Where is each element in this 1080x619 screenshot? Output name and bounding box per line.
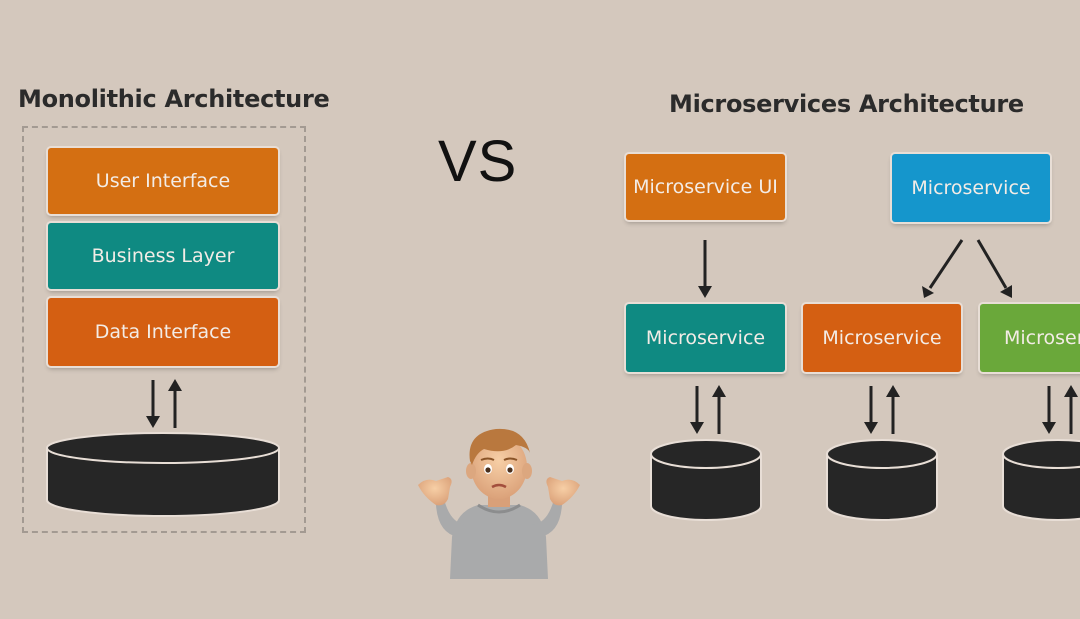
microservices-title: Microservices Architecture [669,90,1024,118]
user-interface-label: User Interface [95,170,231,192]
microservice-top-label: Microservice [911,177,1031,199]
data-interface-label: Data Interface [94,321,232,343]
vs-label: VS [438,129,518,194]
green-service-db-arrows [1042,385,1078,434]
microservice-top-box: Microservice [892,154,1050,222]
person-shrug-icon [418,428,580,579]
user-interface-layer: User Interface [48,148,278,214]
business-layer: Business Layer [48,223,278,289]
microservice-ui-label: Microservice UI [633,176,778,198]
monolithic-bidirectional-arrows [146,379,182,428]
data-interface-layer: Data Interface [48,298,278,366]
ui-to-service-arrow [698,240,712,298]
orange-service-db-arrows [864,385,900,434]
microservice-orange-box: Microservice [803,304,961,372]
microservice-ui-box: Microservice UI [626,154,785,220]
orange-service-database [826,439,938,521]
business-layer-label: Business Layer [91,245,235,267]
green-service-database [1002,439,1080,521]
microservice-green-label: Microservice [1004,327,1080,349]
monolithic-title: Monolithic Architecture [18,85,330,113]
teal-service-database [650,439,762,521]
microservice-orange-label: Microservice [822,327,942,349]
microservice-teal-box: Microservice [626,304,785,372]
monolithic-database [46,432,280,517]
microservice-green-box: Microservice [980,304,1080,372]
teal-service-db-arrows [690,385,726,434]
microservice-teal-label: Microservice [645,327,766,349]
monolithic-boundary [22,126,306,533]
service-fanout-arrows [922,239,1012,298]
